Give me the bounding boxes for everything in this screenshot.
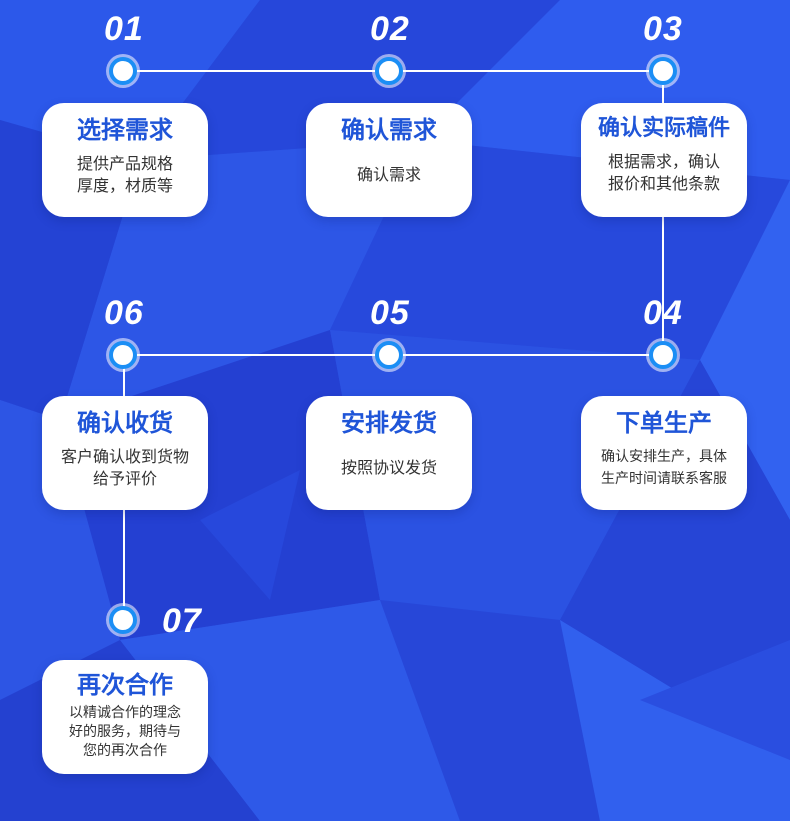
step-description: 根据需求，确认 报价和其他条款 bbox=[581, 151, 747, 195]
step-title: 确认需求 bbox=[341, 116, 437, 144]
step-description-line: 客户确认收到货物 bbox=[60, 447, 189, 467]
step-number-02: 02 bbox=[370, 10, 410, 48]
step-number-05: 05 bbox=[370, 294, 410, 332]
step-description-line: 好的服务，期待与 bbox=[69, 724, 181, 741]
step-title: 确认收货 bbox=[77, 409, 173, 437]
step-card-03: 确认实际稿件 根据需求，确认 报价和其他条款 bbox=[581, 103, 747, 217]
step-title: 选择需求 bbox=[77, 116, 173, 144]
step-card-02: 确认需求 确认需求 bbox=[306, 103, 472, 217]
step-description: 客户确认收到货物 给予评价 bbox=[42, 446, 208, 490]
step-node-03 bbox=[649, 57, 677, 85]
step-card-06: 确认收货 客户确认收到货物 给予评价 bbox=[42, 396, 208, 510]
step-title: 再次合作 bbox=[77, 671, 173, 699]
step-number-03: 03 bbox=[643, 10, 683, 48]
connector-04-05 bbox=[389, 354, 663, 356]
step-description: 确认需求 bbox=[306, 164, 472, 186]
step-node-01 bbox=[109, 57, 137, 85]
step-node-02 bbox=[375, 57, 403, 85]
step-node-04 bbox=[649, 341, 677, 369]
step-description-line: 根据需求，确认 bbox=[607, 152, 720, 172]
step-number-07: 07 bbox=[162, 602, 202, 640]
step-description: 按照协议发货 bbox=[306, 457, 472, 479]
step-card-04: 下单生产 确认安排生产，具体 生产时间请联系客服 bbox=[581, 396, 747, 510]
connector-02-03 bbox=[389, 70, 663, 72]
step-card-05: 安排发货 按照协议发货 bbox=[306, 396, 472, 510]
step-title: 确认实际稿件 bbox=[597, 116, 730, 141]
step-description-line: 生产时间请联系客服 bbox=[601, 471, 727, 488]
step-description-line: 给予评价 bbox=[92, 469, 157, 489]
step-description-line: 按照协议发货 bbox=[340, 458, 437, 478]
step-title: 下单生产 bbox=[616, 409, 712, 437]
step-description-line: 以精诚合作的理念 bbox=[69, 705, 181, 722]
step-description-line: 确认需求 bbox=[356, 165, 421, 185]
connector-05-06 bbox=[123, 354, 389, 356]
step-node-06 bbox=[109, 341, 137, 369]
step-node-05 bbox=[375, 341, 403, 369]
step-card-07: 再次合作 以精诚合作的理念 好的服务，期待与 您的再次合作 bbox=[42, 660, 208, 774]
step-title: 安排发货 bbox=[341, 409, 437, 437]
step-description-line: 确认安排生产，具体 bbox=[601, 449, 727, 466]
step-description-line: 您的再次合作 bbox=[83, 743, 167, 760]
step-number-04: 04 bbox=[643, 294, 683, 332]
step-description: 以精诚合作的理念 好的服务，期待与 您的再次合作 bbox=[42, 704, 208, 761]
step-description-line: 报价和其他条款 bbox=[607, 174, 720, 194]
step-node-07 bbox=[109, 606, 137, 634]
step-number-06: 06 bbox=[104, 294, 144, 332]
step-description: 提供产品规格 厚度，材质等 bbox=[42, 153, 208, 197]
step-description-line: 厚度，材质等 bbox=[76, 176, 173, 196]
step-description-line: 提供产品规格 bbox=[76, 154, 173, 174]
step-description: 确认安排生产，具体 生产时间请联系客服 bbox=[581, 446, 747, 490]
step-card-01: 选择需求 提供产品规格 厚度，材质等 bbox=[42, 103, 208, 217]
step-number-01: 01 bbox=[104, 10, 144, 48]
connector-01-02 bbox=[123, 70, 389, 72]
